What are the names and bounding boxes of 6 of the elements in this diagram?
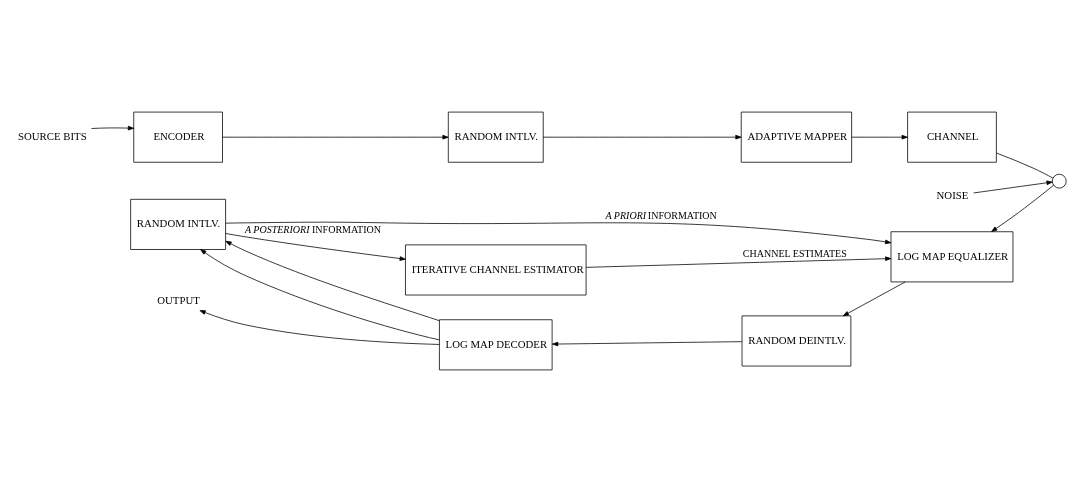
edge-label: A PRIORI INFORMATION xyxy=(605,210,717,222)
node-text: OUTPUT xyxy=(157,294,200,307)
edge-label: CHANNEL ESTIMATES xyxy=(742,248,847,260)
node-text: SOURCE BITS xyxy=(17,130,87,143)
edge-label: A POSTERIORI INFORMATION xyxy=(244,224,382,236)
node-text: NOISE xyxy=(936,188,969,201)
